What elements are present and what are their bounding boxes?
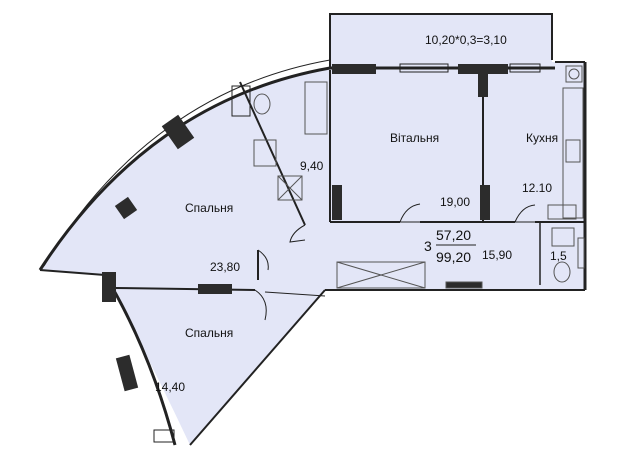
- window: [153, 429, 175, 443]
- area-summary: 3 57,20 99,20: [424, 227, 476, 265]
- bedroom-2-label: Спальня: [185, 326, 233, 340]
- bedroom-2-area: 14,40: [155, 380, 185, 394]
- fridge: [547, 204, 577, 220]
- window: [115, 354, 139, 392]
- stove-burner: [568, 68, 580, 80]
- column: [478, 67, 488, 97]
- bathroom-area: 9,40: [300, 159, 324, 173]
- wardrobe: [336, 261, 483, 289]
- columns: [114, 67, 490, 294]
- apartment-floor: [40, 14, 585, 445]
- column: [480, 185, 490, 220]
- sink: [253, 139, 277, 167]
- window: [161, 114, 195, 150]
- sink: [577, 237, 585, 269]
- column: [114, 196, 138, 220]
- fixtures: [253, 65, 585, 283]
- kitchen-label: Кухня: [526, 131, 558, 145]
- balcony-label: 10,20*0,3=3,10: [425, 33, 507, 47]
- living-area-total: 57,20: [436, 227, 471, 243]
- sink: [565, 139, 581, 163]
- stove: [565, 65, 583, 83]
- total-area: 99,20: [436, 249, 471, 265]
- balcony: [329, 13, 553, 68]
- window: [399, 63, 449, 73]
- window: [332, 64, 376, 74]
- living-room-area: 19,00: [440, 195, 470, 209]
- bedroom-1-area: 23,80: [210, 260, 240, 274]
- window: [509, 63, 541, 73]
- shower-tray: [277, 175, 303, 201]
- window: [102, 272, 116, 302]
- kitchen-area: 12.10: [522, 181, 552, 195]
- bathtub: [304, 81, 328, 135]
- toilet: [553, 261, 571, 283]
- sink: [551, 227, 575, 247]
- column: [332, 185, 342, 220]
- rooms-count: 3: [424, 238, 432, 254]
- window: [231, 85, 251, 117]
- bedroom-1-label: Спальня: [185, 201, 233, 215]
- doors: [254, 203, 536, 321]
- windows: [102, 63, 541, 443]
- wc-area: 1,5: [550, 249, 567, 263]
- hall-area: 15,90: [482, 248, 512, 262]
- column: [198, 284, 232, 294]
- toilet: [253, 93, 271, 115]
- living-room-label: Вітальня: [390, 131, 439, 145]
- kitchen-counter: [562, 87, 584, 219]
